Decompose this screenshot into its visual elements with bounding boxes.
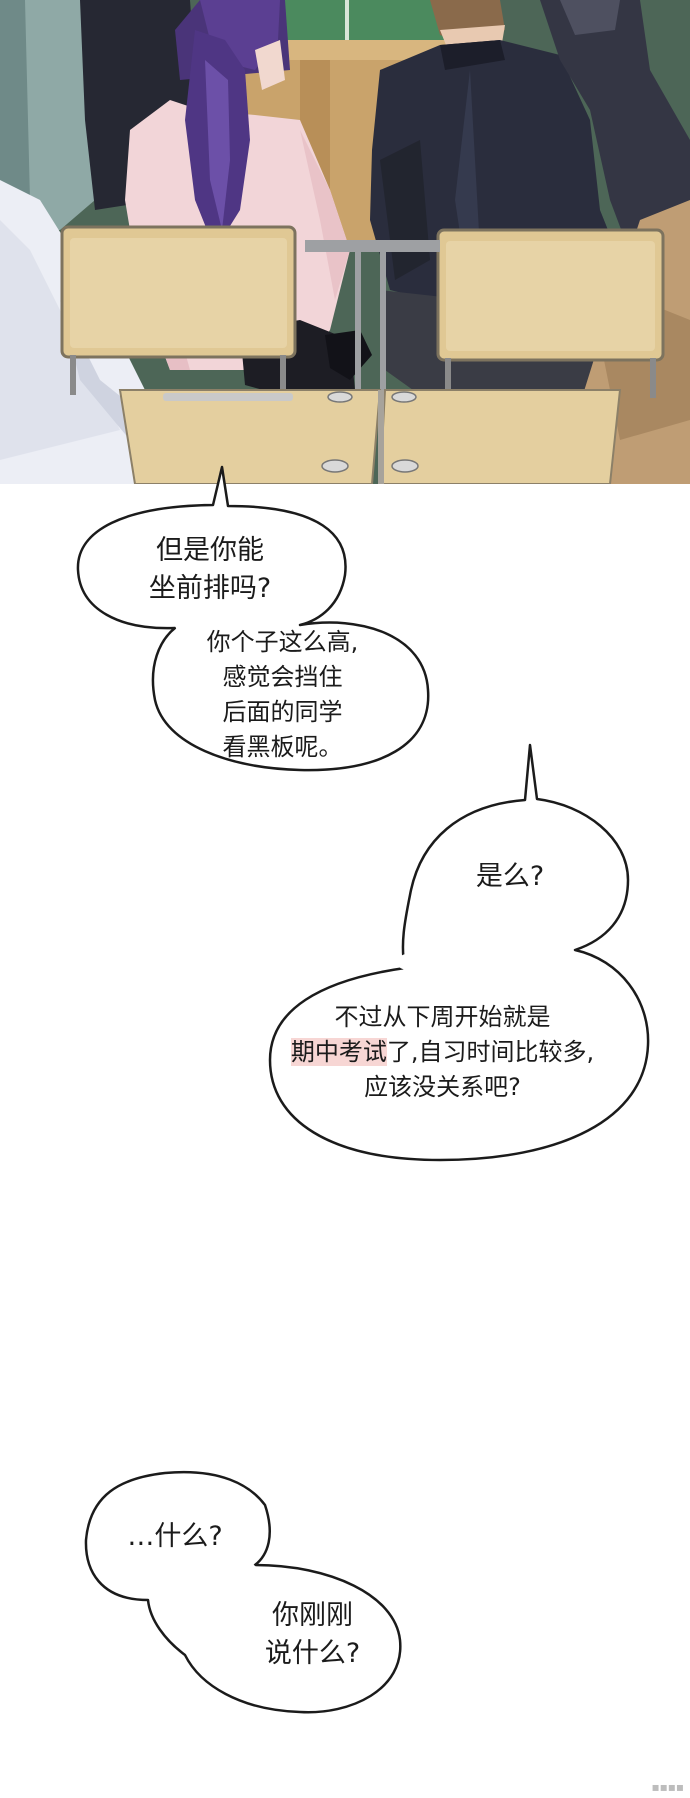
bubble4-line-3: 应该没关系吧? — [364, 1073, 521, 1101]
speech-bubble-3 — [84, 1470, 402, 1714]
bubble4-line-1: 不过从下周开始就是 — [334, 1003, 551, 1031]
bubble6-text: 你刚刚 说什么? — [245, 1597, 380, 1673]
bubble4-line-2-rest: 了,自习时间比较多, — [386, 1038, 595, 1066]
bubble2-text: 你个子这么高, 感觉会挡住 后面的同学 看黑板呢。 — [190, 625, 375, 765]
bubble2-line-1: 你个子这么高, — [206, 628, 359, 656]
bubble4-text: 不过从下周开始就是 期中考试了,自习时间比较多, 应该没关系吧? — [275, 1000, 610, 1105]
bubble1-line-1: 但是你能 — [156, 535, 264, 566]
bubble6-line-2: 说什么? — [264, 1638, 361, 1669]
bubble6-line-1: 你刚刚 — [272, 1600, 353, 1631]
bubble2-line-2: 感觉会挡住 — [222, 663, 343, 691]
bubble2-line-3: 后面的同学 — [222, 698, 343, 726]
bubble3-text: 是么? — [455, 858, 565, 896]
bubble4-line-2: 期中考试了,自习时间比较多, — [275, 1035, 610, 1070]
watermark-logo: ▪▪▪▪ — [651, 1780, 684, 1794]
bubble5-line-1: …什么? — [127, 1521, 223, 1552]
classroom-scene — [0, 0, 690, 484]
bubble2-line-4: 看黑板呢。 — [222, 733, 343, 761]
bubble3-line-1: 是么? — [475, 861, 545, 892]
exam-highlight: 期中考试 — [290, 1038, 387, 1066]
classroom-illustration — [0, 0, 690, 484]
bubble1-line-2: 坐前排吗? — [148, 573, 272, 604]
bubble1-text: 但是你能 坐前排吗? — [125, 532, 295, 608]
bubble5-text: …什么? — [105, 1518, 245, 1556]
